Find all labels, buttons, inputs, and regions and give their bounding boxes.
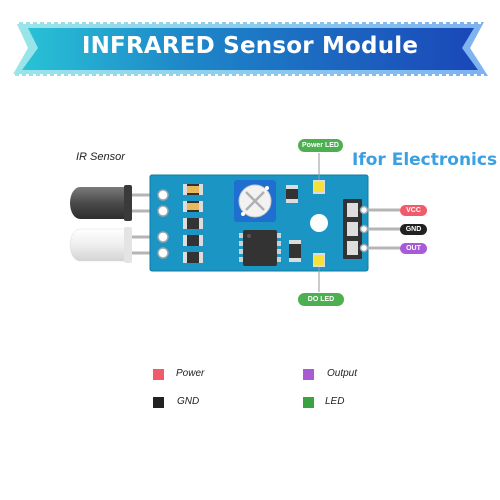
power-led-callout: Power LED (298, 139, 343, 152)
legend-swatch-led (303, 397, 314, 408)
legend-label-gnd: GND (177, 396, 200, 407)
ir-receiver-led (69, 227, 132, 263)
title-banner (12, 20, 488, 78)
legend-label-output: Output (327, 368, 358, 379)
brand-name: Ifor Electronics (352, 150, 498, 170)
pin-tag-gnd: GND (400, 224, 427, 235)
pin-header (343, 199, 362, 259)
pcb-board (149, 174, 369, 272)
led-solder-pads (157, 189, 169, 259)
legend-swatch-gnd (153, 397, 164, 408)
pin-wire-ends (359, 205, 369, 253)
banner-title: INFRARED Sensor Module (81, 33, 419, 59)
ir-sensor-label: IR Sensor (76, 151, 125, 163)
pin-tag-out: OUT (400, 243, 427, 254)
legend-label-led: LED (325, 396, 345, 407)
power-led-smd (313, 180, 325, 194)
potentiometer (234, 180, 276, 222)
smd-resistors (183, 184, 301, 263)
legend-swatch-output (303, 369, 314, 380)
legend-label-power: Power (176, 368, 205, 379)
ir-emitter-led (70, 185, 132, 221)
legend-swatch-power (153, 369, 164, 380)
mounting-hole (310, 214, 328, 232)
do-led-callout: DO LED (298, 293, 344, 306)
comparator-ic (239, 230, 281, 266)
pin-tag-vcc: VCC (400, 205, 427, 216)
banner-body (22, 28, 478, 70)
do-led-smd (313, 253, 325, 267)
pin-wires (362, 208, 400, 250)
